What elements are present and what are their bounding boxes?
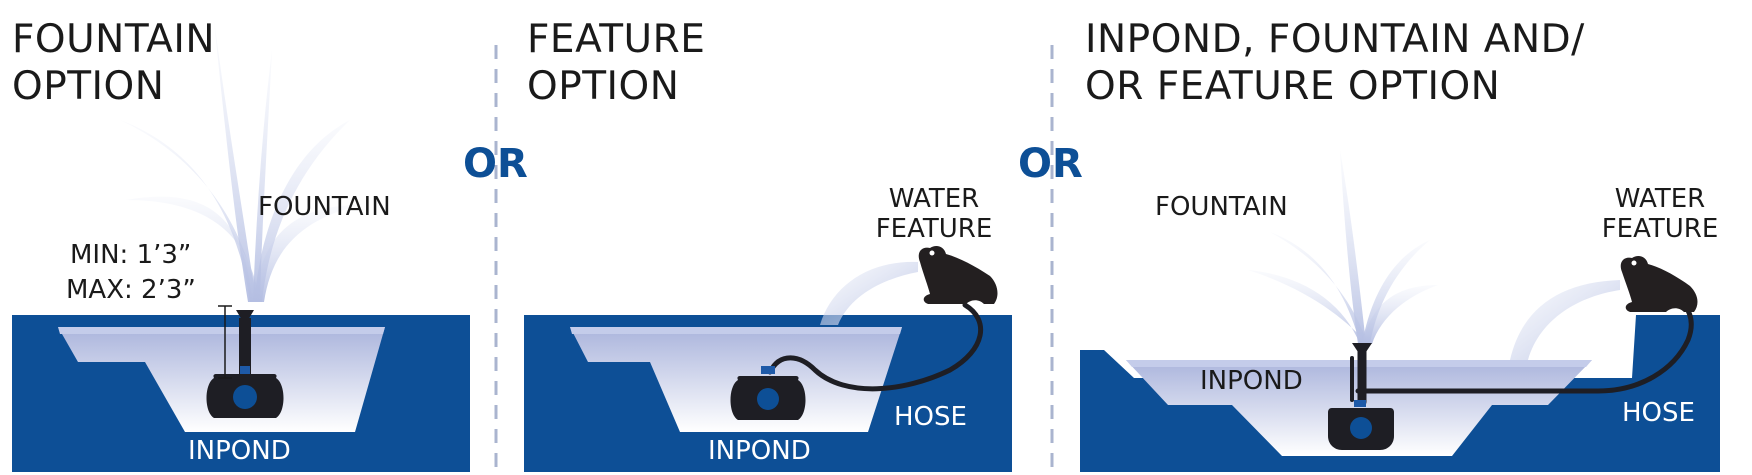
fountain-spray-icon [120, 20, 360, 302]
panel-feature-option [524, 246, 1012, 472]
height-bracket [218, 305, 232, 379]
panel-1-title-line-2: OPTION [12, 64, 165, 109]
panel-2-water-feature-line-2: FEATURE [875, 214, 993, 244]
pump-icon [1328, 400, 1394, 450]
panel-3-water-feature-label: WATER FEATURE [1598, 184, 1722, 244]
panel-1-fountain-label: FOUNTAIN [258, 192, 391, 222]
fountain-spray-icon [1248, 150, 1438, 344]
panel-1-title-line-1: FOUNTAIN [12, 17, 215, 62]
hose-icon [767, 302, 984, 392]
panel-3-inpond-label: INPOND [1200, 366, 1303, 396]
pump-icon [730, 366, 806, 420]
water-surface-1 [58, 327, 385, 334]
panel-1-title: FOUNTAIN OPTION [12, 16, 215, 110]
panel-2-water-feature-label: WATER FEATURE [874, 184, 994, 244]
or-label-1: OR [463, 141, 528, 187]
panel-2-title-line-1: FEATURE [527, 17, 706, 62]
panel-3-water-feature-line-1: WATER [1614, 184, 1706, 214]
panel-1-inpond-label: INPOND [188, 436, 291, 466]
pump-icon [206, 310, 284, 418]
panel-2-water-feature-line-1: WATER [888, 184, 980, 214]
panel-2-title: FEATURE OPTION [527, 16, 705, 110]
panel-3-title: INPOND, FOUNTAIN AND/ OR FEATURE OPTION [1085, 16, 1585, 110]
panel-2-title-line-2: OPTION [527, 64, 680, 109]
panel-fountain-option [12, 20, 470, 472]
panel-1-min-height-label: MIN: 1’3” [70, 240, 192, 270]
fountain-nozzle [1352, 343, 1372, 352]
panel-1-max-height-label: MAX: 2’3” [66, 275, 196, 305]
feature-water-arch [1510, 280, 1620, 360]
panel-3-water-feature-line-2: FEATURE [1601, 214, 1719, 244]
panel-3-hose-label: HOSE [1622, 398, 1695, 428]
panel-2-hose-label: HOSE [894, 402, 967, 432]
water-surface-2 [570, 327, 902, 334]
panel-3-fountain-label: FOUNTAIN [1155, 192, 1288, 222]
pond-water-2 [570, 327, 902, 432]
panel-3-title-line-2: OR FEATURE OPTION [1085, 64, 1501, 109]
panel-combined-option [1080, 150, 1720, 472]
panel-2-inpond-label: INPOND [708, 436, 811, 466]
frog-icon [1620, 256, 1698, 312]
feature-water-arch [820, 261, 918, 325]
or-label-2: OR [1018, 141, 1083, 187]
panel-3-title-line-1: INPOND, FOUNTAIN AND/ [1085, 17, 1585, 62]
frog-icon [918, 246, 998, 304]
